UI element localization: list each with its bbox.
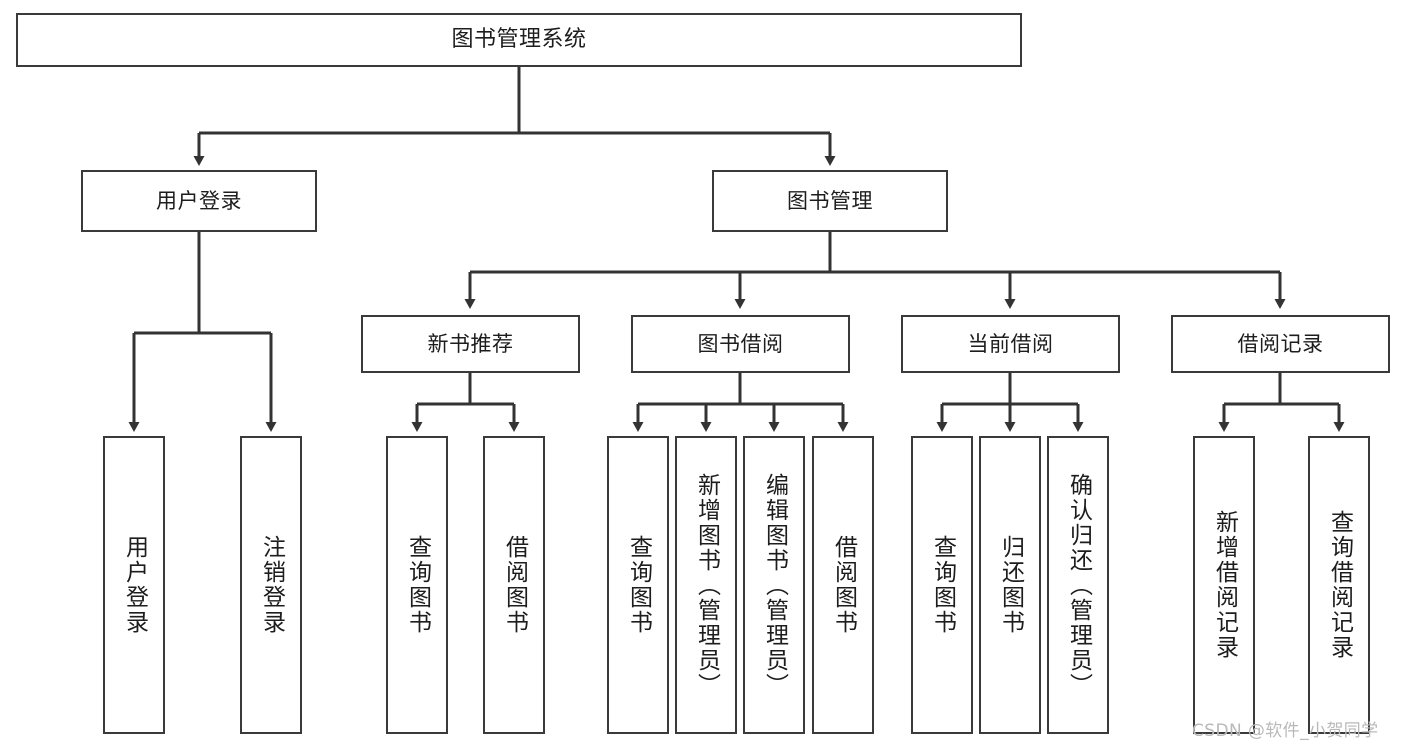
node-label: 用户登录: [121, 535, 148, 635]
node-label: 当前借阅: [967, 331, 1054, 356]
node-book-management[interactable]: 图书管理: [712, 170, 948, 232]
node-label: 查询图书: [625, 535, 652, 635]
node-label: 借阅图书: [501, 535, 528, 635]
node-borrow-record[interactable]: 借阅记录: [1171, 315, 1390, 373]
node-book-borrow[interactable]: 图书借阅: [631, 315, 850, 373]
node-root-book-management-system[interactable]: 图书管理系统: [16, 13, 1022, 67]
node-label: 查询借阅记录: [1326, 510, 1353, 660]
leaf-user-login-login[interactable]: 用户登录: [103, 436, 165, 734]
node-label: 确认归还（管理员）: [1065, 472, 1092, 698]
leaf-book-borrow-edit-book-admin[interactable]: 编辑图书（管理员）: [743, 436, 805, 734]
node-label: 注销登录: [258, 535, 285, 635]
node-label: 图书管理: [787, 188, 873, 213]
node-label: 借阅记录: [1237, 331, 1324, 356]
leaf-new-book-borrow-books[interactable]: 借阅图书: [483, 436, 545, 734]
node-label: 查询图书: [929, 535, 956, 635]
node-label: 新增图书（管理员）: [693, 472, 720, 698]
node-label: 图书借阅: [697, 331, 784, 356]
node-label: 查询图书: [404, 535, 431, 635]
leaf-book-borrow-add-book-admin[interactable]: 新增图书（管理员）: [675, 436, 737, 734]
leaf-borrow-record-add-record[interactable]: 新增借阅记录: [1193, 436, 1255, 734]
node-new-book-recommendation[interactable]: 新书推荐: [361, 315, 580, 373]
node-label: 归还图书: [997, 535, 1024, 635]
node-label: 编辑图书（管理员）: [761, 472, 788, 698]
node-label: 新书推荐: [427, 331, 514, 356]
leaf-borrow-record-query-record[interactable]: 查询借阅记录: [1308, 436, 1370, 734]
node-label: 新增借阅记录: [1211, 510, 1238, 660]
node-label: 用户登录: [156, 188, 242, 213]
leaf-new-book-query-books[interactable]: 查询图书: [386, 436, 448, 734]
node-label: 图书管理系统: [451, 27, 587, 53]
node-user-login[interactable]: 用户登录: [81, 170, 317, 232]
leaf-current-borrow-query-books[interactable]: 查询图书: [911, 436, 973, 734]
leaf-book-borrow-query-books[interactable]: 查询图书: [607, 436, 669, 734]
leaf-book-borrow-borrow-books[interactable]: 借阅图书: [812, 436, 874, 734]
leaf-current-borrow-return-books[interactable]: 归还图书: [979, 436, 1041, 734]
node-label: 借阅图书: [830, 535, 857, 635]
leaf-current-borrow-confirm-return-admin[interactable]: 确认归还（管理员）: [1047, 436, 1109, 734]
node-current-borrow[interactable]: 当前借阅: [901, 315, 1120, 373]
watermark-text: CSDN @软件_小贺同学: [1192, 721, 1379, 741]
leaf-user-login-logout[interactable]: 注销登录: [240, 436, 302, 734]
